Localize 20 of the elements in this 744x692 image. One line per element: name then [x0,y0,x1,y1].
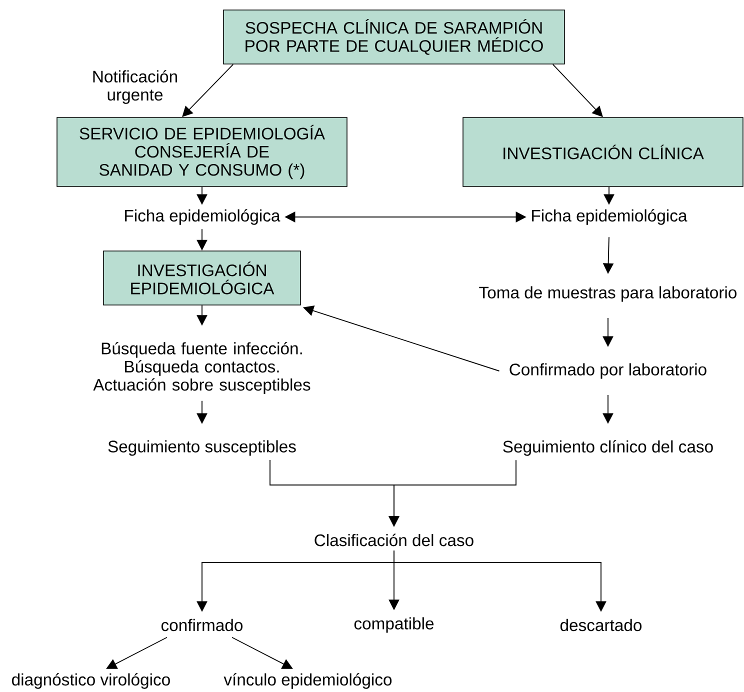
process-box: SERVICIO DE EPIDEMIOLOGÍA CONSEJERÍA DE SANIDAD Y CONSUMO (*) [56,117,348,187]
arrow [232,636,293,669]
process-box: INVESTIGACIÓN EPIDEMIOLÓGICA [103,250,301,306]
step-text: vínculo epidemiológico [224,673,392,689]
step-text: Seguimiento susceptibles [108,440,296,456]
process-box: SOSPECHA CLÍNICA DE SARAMPIÓN POR PARTE DE CUALQUIER MÉDICO [223,10,565,64]
step-text: confirmado [162,618,243,632]
edge-label: Notificación urgente [84,68,186,106]
step-text: compatible [354,617,434,633]
process-box: INVESTIGACIÓN CLÍNICA [462,117,744,187]
arrow [106,636,168,669]
step-text: Ficha epidemiológica [532,209,688,225]
step-text: Confirmado por laboratorio [510,363,706,379]
step-text: Toma de muestras para laboratorio [479,286,736,302]
step-text: Ficha epidemiológica [125,209,280,225]
step-text: diagnóstico virológico [12,673,170,689]
step-text: Seguimiento clínico del caso [503,440,713,456]
step-text: Búsqueda fuente infección. Búsqueda contactos. Actuación sobre susceptibles [93,342,310,394]
step-text: descartado [560,618,642,632]
step-text: Clasificación del caso [314,534,474,546]
